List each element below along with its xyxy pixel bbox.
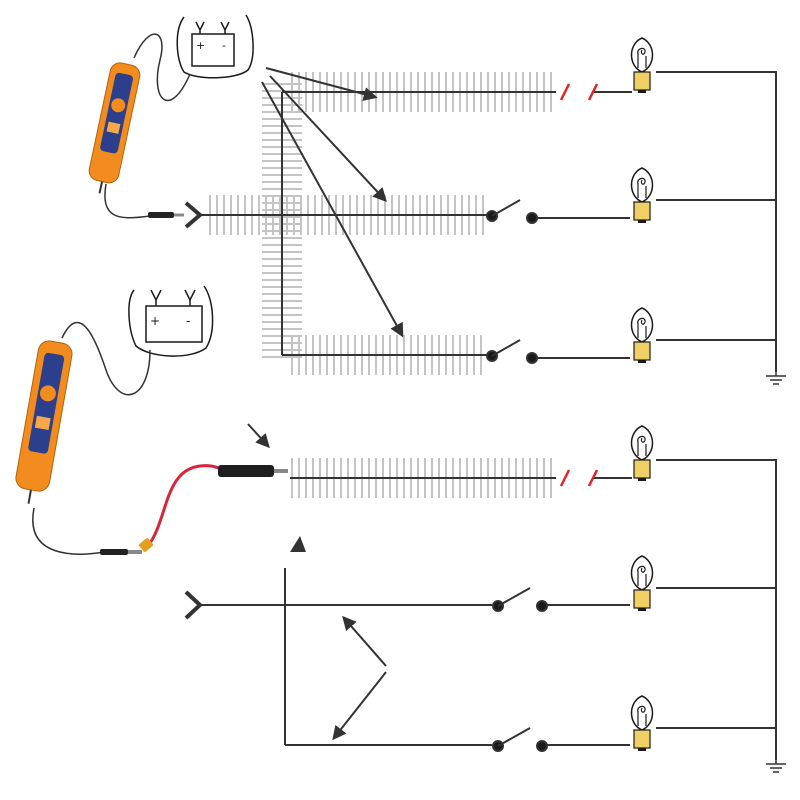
probe-lead [61,321,151,396]
arrow-icon [247,423,270,449]
svg-text:-: - [186,314,190,328]
bulb-glass [630,37,654,73]
return-wire-bottom [656,459,777,760]
bulb-contact [638,220,646,223]
indicator-arrows-bottom [247,423,387,741]
bulb-contact [638,90,646,93]
probe-clip-icon [148,212,184,218]
bulb-glass [630,425,654,461]
figure-bottom: + - [15,285,786,773]
bulb-filament [637,435,647,456]
bulb-filament [637,47,647,68]
ground-icon [766,760,786,773]
probe-tip-lead [104,183,151,219]
power-lead-ferrule [139,538,153,552]
svg-text:+: + [150,314,160,328]
car-battery-icon: + - [176,14,254,79]
bulb-icon [630,37,654,93]
switch-open-icon [486,199,538,224]
bulb-glass [630,555,654,591]
pointer-triangle-icon [290,536,306,552]
energized-hatch-top [209,72,552,375]
arrow-icon [269,75,387,203]
bulb-base [633,201,651,221]
bulb-glass [630,695,654,731]
switch-open-icon [486,339,538,364]
switch-open-icon [492,587,548,612]
return-wire-top [656,71,777,372]
arrow-icon [261,81,404,338]
bulb-filament [637,177,647,198]
circuit-tester-probe-icon [15,340,73,504]
bulb-base [633,589,651,609]
probe-lead [133,33,191,101]
bulb-icon [630,425,654,481]
svg-text:-: - [222,39,226,52]
bulb-icon [630,307,654,363]
switch-open-icon [492,727,548,752]
bulb-icon [630,167,654,223]
connector-chevron-icon [184,201,204,229]
break-mark-icon [559,83,599,101]
arrow-icon [332,671,387,741]
bulb-icon [630,555,654,611]
bulb-contact [638,608,646,611]
bulb-glass [630,307,654,343]
break-mark-icon [559,469,599,487]
connector-chevron-icon [184,590,203,620]
bulb-filament [637,705,647,726]
bulb-contact [638,360,646,363]
bulb-contact [638,478,646,481]
bulb-base [633,341,651,361]
indicator-arrows-top [261,67,404,338]
arrow-icon [342,615,387,667]
arrow-icon [265,67,378,101]
bulb-filament [637,317,647,338]
bulb-base [633,71,651,91]
bulb-filament [637,565,647,586]
bulb-base [633,729,651,749]
car-battery-icon: + - [128,285,214,357]
bulb-contact [638,748,646,751]
probe-clip-icon [218,465,288,477]
svg-text:+: + [196,39,205,52]
circuit-tester-probe-icon [88,62,141,194]
figure-top: + - [88,14,786,385]
bulb-glass [630,167,654,203]
wires-top [198,71,777,372]
probe-clip-icon [100,549,142,555]
bulb-icon [630,695,654,751]
ground-icon [766,372,786,385]
bulb-base [633,459,651,479]
power-lead [146,464,229,547]
probe-tip-lead [32,507,105,555]
wires-bottom [198,459,777,760]
